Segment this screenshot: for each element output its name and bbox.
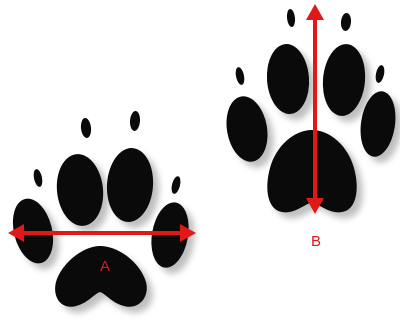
left-paw-claw-3 bbox=[129, 111, 140, 132]
right-paw-claw-3 bbox=[340, 13, 352, 32]
left-paw-claw-1 bbox=[32, 168, 44, 187]
right-paw-claw-2 bbox=[286, 9, 296, 28]
left-paw-claw-4 bbox=[170, 175, 182, 194]
arrow-b-top-head bbox=[306, 4, 324, 20]
label-a: A bbox=[100, 258, 110, 275]
label-b: B bbox=[311, 233, 321, 250]
right-paw-claw-1 bbox=[234, 66, 246, 85]
left-paw-claw-2 bbox=[80, 118, 92, 139]
right-paw-print bbox=[222, 9, 400, 219]
right-paw-claw-4 bbox=[374, 64, 386, 83]
left-paw-print bbox=[7, 111, 200, 313]
